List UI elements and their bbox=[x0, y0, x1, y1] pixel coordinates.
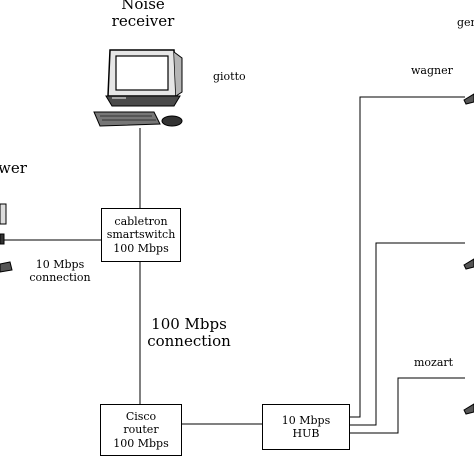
mozart-label: mozart bbox=[414, 356, 454, 369]
hub-box: 10 Mbps HUB bbox=[262, 404, 350, 450]
conn-100-label: 100 Mbps connection bbox=[140, 315, 238, 351]
cabletron-switch-box: cabletron smartswitch 100 Mbps bbox=[101, 208, 181, 262]
host-icon-middle bbox=[463, 258, 474, 270]
link-hub-host2 bbox=[350, 242, 465, 426]
left-host-label-partial: wer bbox=[0, 159, 27, 177]
hub-line-1: 10 Mbps bbox=[281, 413, 331, 427]
cisco-line-2: router bbox=[123, 423, 159, 437]
link-hub-mozart bbox=[350, 377, 465, 434]
cabletron-line-2: smartswitch bbox=[106, 228, 176, 242]
gem-label-partial: gem bbox=[457, 16, 474, 29]
noise-receiver-line-1: Noise bbox=[121, 0, 165, 13]
noise-receiver-line-2: receiver bbox=[111, 12, 175, 31]
cabletron-line-1: cabletron bbox=[114, 215, 168, 229]
conn-10-label: 10 Mbps connection bbox=[20, 258, 100, 284]
wagner-label: wagner bbox=[411, 64, 453, 77]
link-hub-wagner bbox=[350, 96, 465, 418]
giotto-label: giotto bbox=[213, 70, 246, 83]
conn-10-line-2: connection bbox=[29, 270, 91, 284]
cisco-line-1: Cisco bbox=[125, 410, 157, 424]
host-icon-wagner bbox=[463, 93, 474, 105]
computer-icon bbox=[93, 49, 183, 127]
conn-100-line-2: connection bbox=[147, 332, 231, 351]
noise-receiver-label: Noise receiver bbox=[98, 0, 188, 31]
conn-10-line-1: 10 Mbps bbox=[35, 258, 85, 271]
cabletron-line-3: 100 Mbps bbox=[113, 241, 169, 255]
left-host-icon bbox=[0, 203, 13, 273]
hub-line-2: HUB bbox=[292, 427, 320, 440]
conn-100-line-1: 100 Mbps bbox=[151, 315, 227, 333]
cisco-router-box: Cisco router 100 Mbps bbox=[100, 404, 182, 456]
host-icon-mozart bbox=[463, 403, 474, 415]
cisco-line-3: 100 Mbps bbox=[113, 436, 169, 450]
